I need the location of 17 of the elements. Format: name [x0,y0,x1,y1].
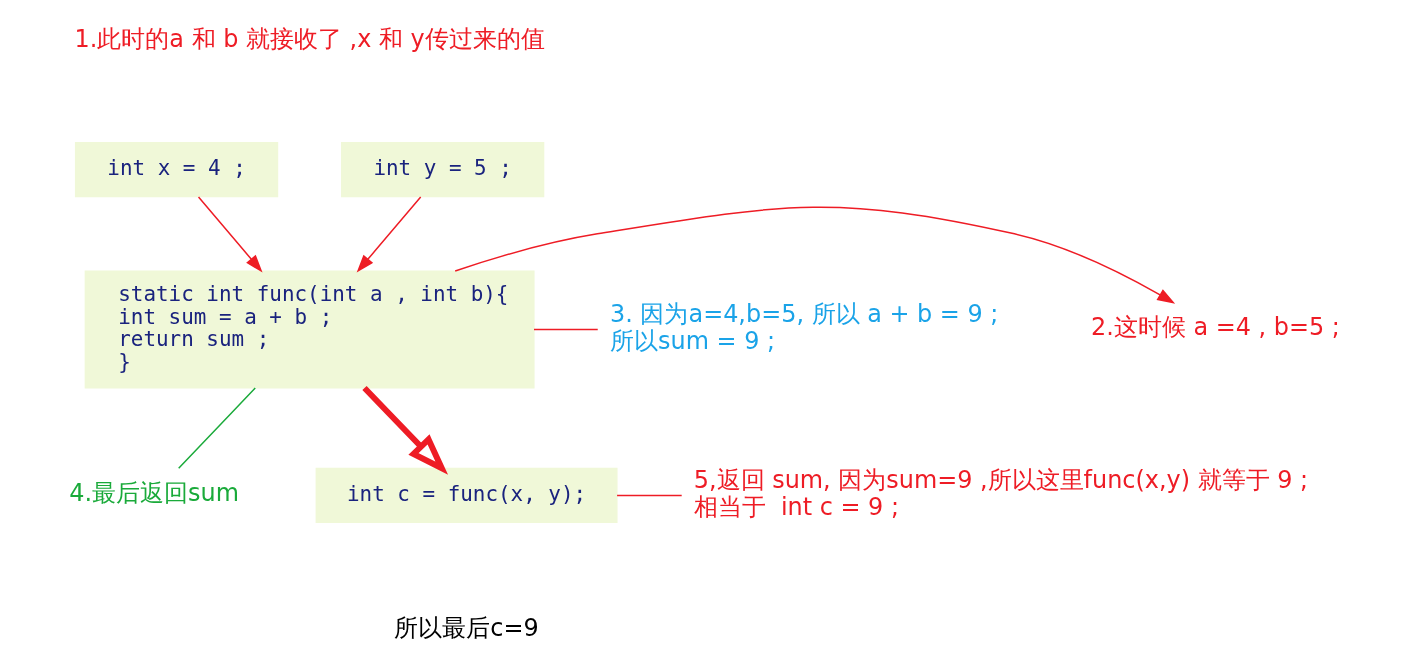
connector [616,494,683,497]
label: 1.此时的a 和 b 就接收了 ,x 和 y传过来的值 [74,24,545,53]
connector [177,387,256,469]
node-box: int y = 5 ; [341,141,545,198]
node-text: 3. 因为a=4,b=5, 所以 a + b = 9 ; 所以sum = 9 ; [610,299,999,355]
node-text: 4.最后返回sum [69,479,239,508]
node-box: int c = func(x, y); [315,467,618,524]
arrow [356,196,422,273]
arrow [454,206,1176,304]
node-box: static int func(int a , int b){ int sum = a + b ; return sum ; } [84,270,535,389]
node-box: int x = 4 ; [74,141,279,198]
arrow [362,385,449,475]
node-text: 5,返回 sum, 因为sum=9 ,所以这里func(x,y) 就等于 9 ; 相当于 int c = 9 ; [693,465,1309,521]
connector [533,328,599,331]
arrow [197,196,263,273]
node-label: 所以最后c=9 [394,613,539,642]
node-text: 2.这时候 a =4 , b=5 ; [1091,313,1340,342]
